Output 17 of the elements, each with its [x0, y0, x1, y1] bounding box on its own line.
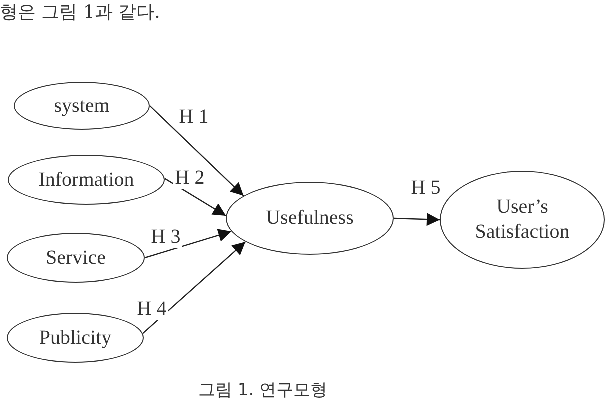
node-label: system: [54, 94, 110, 118]
ellipse-node: [7, 233, 145, 283]
node-label: User’s Satisfaction: [474, 195, 571, 245]
node-label: Usefulness: [266, 206, 354, 231]
arrow: [164, 178, 227, 216]
ellipse-node: [14, 82, 150, 130]
node-label: Service: [46, 246, 106, 270]
arrow: [394, 213, 440, 226]
body-text: 형은 그림 1과 같다.: [0, 1, 160, 24]
node-label: Information: [38, 168, 134, 192]
arrow: [150, 106, 244, 196]
arrow: [144, 229, 232, 259]
node-label: Publicity: [39, 326, 112, 350]
ellipse-node: [226, 182, 394, 255]
ellipse-node: [8, 155, 165, 205]
arrow: [142, 242, 246, 334]
figure-caption: 그림 1. 연구모형: [198, 380, 328, 402]
